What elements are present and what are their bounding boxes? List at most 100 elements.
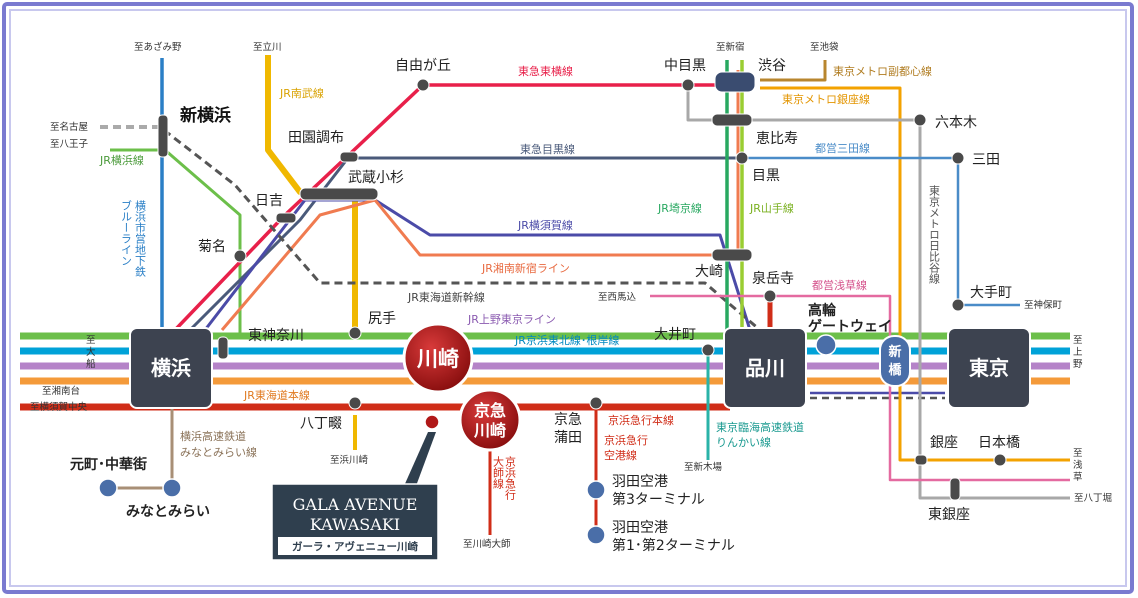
line-jr-shonan [220,70,740,331]
label-jiyugaoka: 自由が丘 [395,58,451,74]
label-shibuya: 渋谷 [758,58,786,74]
label-keikyu-kawasaki-2: 川崎 [473,421,506,440]
box-yokohama [129,327,213,409]
property-location-marker [424,414,440,430]
dest-kawasaki-daishi: 至川崎大師 [463,538,511,550]
label-line-keihin-tohoku: JR京浜東北線･根岸線 [514,333,619,347]
label-line-asakusa: 都営浅草線 [812,278,867,292]
dest-ikebukuro: 至池袋 [810,41,839,53]
node-hiyoshi [275,212,297,224]
label-osaki: 大崎 [695,264,723,280]
label-line-keikyu-daishi-2: 大師線 [492,455,505,489]
label-denenchofu: 田園調布 [288,130,344,146]
label-line-rinkai-2: りんかい線 [716,435,771,449]
node-motomachi [98,478,118,498]
dest-hachioji: 至八王子 [50,139,89,150]
label-line-minatomirai-2: みなとみらい線 [180,445,257,459]
station-labels: 新横浜 菊名 日吉 武蔵小杉 田園調布 自由が丘 中目黒 渋谷 恵比寿 目黒 大… [70,58,1020,554]
line-tokyu-toyoko [173,83,725,332]
dest-ueno-3: 野 [1073,359,1083,370]
dest-tachikawa: 至立川 [253,41,282,53]
label-motomachi: 元町･中華街 [70,456,147,473]
label-line-ginza: 東京メトロ銀座線 [782,92,870,106]
label-line-tokyu-meguro: 東急目黒線 [520,142,575,156]
dest-shonandai: 至湘南台 [42,385,80,397]
dest-azamino: 至あざみ野 [134,41,182,53]
line-tokaido-shinkansen [100,125,761,332]
label-musashi-kosugi: 武蔵小杉 [348,170,404,186]
property-name-line1: GALA AVENUE [293,495,418,514]
node-shimbashi [879,335,911,387]
label-line-ueno-tokyo: JR上野東京ライン [467,312,556,326]
node-kikuna [233,249,247,263]
blue-stations [98,334,837,545]
node-osaki [711,248,753,262]
label-ebisu: 恵比寿 [756,130,798,147]
dest-shinjuku: 至新宿 [716,41,745,53]
dest-ofuna-2: 大 [86,346,96,358]
label-ginza: 銀座 [930,435,958,451]
label-takanawa-1: 高輪 [808,302,837,319]
label-haneda-t12-1: 羽田空港 [612,520,668,536]
label-line-keikyu-main: 京浜急行本線 [608,413,674,427]
dest-nishi-umagome: 至西馬込 [598,292,637,303]
dest-asakusa-1: 至 [1073,448,1083,459]
line-fukutoshin [760,60,827,82]
map-frame-inner [9,9,1127,587]
label-shimbashi-2: 橋 [888,362,902,378]
label-line-blue-subway-2: ブルーライン [120,199,133,266]
node-shiriteza [348,326,362,340]
node-haneda-t3 [586,480,606,500]
line-labels: 東急東横線 JR南武線 東急目黒線 JR横浜線 JR横須賀線 JR湘南新宿ライン… [99,64,941,501]
node-nihombashi [993,453,1007,467]
label-shinagawa: 品川 [745,356,785,380]
node-meguro [735,151,749,165]
label-line-yamanote: JR山手線 [749,201,794,215]
label-takanawa-2: ゲートウェイ [808,318,892,335]
label-minatomirai: みなとみらい [126,504,210,520]
dest-hamakawasaki: 至浜川崎 [330,454,369,466]
property-pointer [404,432,436,486]
label-kikuna: 菊名 [198,239,226,255]
dest-ofuna-1: 至 [86,335,96,346]
node-hatchonawate [348,396,362,410]
label-oimachi: 大井町 [654,327,696,343]
label-line-keikyu-daishi-1: 京浜急行 [504,455,517,501]
label-tokyo: 東京 [969,356,1009,380]
line-ginza [760,86,1070,462]
property-kana-bar [278,537,432,555]
label-line-keikyu-airport-1: 京浜急行 [604,433,648,447]
major-stations: 横浜 品川 東京 [129,327,1031,409]
node-minatomirai [162,478,182,498]
label-haneda-t3-1: 羽田空港 [612,474,668,490]
dest-shinkiba: 至新木場 [684,461,723,473]
label-line-minatomirai-1: 横浜高速鉄道 [180,429,246,443]
dest-asakusa-2: 浅 [1073,459,1083,471]
label-keikyu-kamata-2: 蒲田 [554,430,582,446]
node-keikyu-kamata [589,396,603,410]
label-otemachi: 大手町 [970,285,1012,301]
label-hiyoshi: 日吉 [255,193,283,209]
dest-nagoya: 至名古屋 [50,121,88,133]
dest-ueno-1: 至 [1073,335,1083,346]
node-otemachi [951,298,965,312]
dest-hatchobori: 至八丁堀 [1074,493,1112,504]
label-higashi-ginza: 東銀座 [928,507,970,523]
destination-labels: 至あざみ野 至立川 至新宿 至池袋 至名古屋 至八王子 至 大 船 至湘南台 至… [30,41,1112,550]
label-line-jr-yokohama: JR横浜線 [99,153,144,167]
node-higashi-ginza [949,477,961,501]
node-ginza [914,454,928,466]
label-line-jr-yokosuka: JR横須賀線 [517,218,573,232]
node-sengakuji [763,289,777,303]
label-meguro: 目黒 [752,168,780,184]
node-mita [951,151,965,165]
label-haneda-t12-2: 第1･第2ターミナル [612,537,735,554]
label-shimbashi-1: 新 [888,344,901,360]
label-higashi-kanagawa: 東神奈川 [248,328,304,344]
node-denenchofu [339,151,359,163]
dest-ueno-2: 上 [1073,347,1083,358]
label-line-fukutoshin: 東京メトロ副都心線 [833,64,932,78]
label-kawasaki: 川崎 [416,347,459,371]
